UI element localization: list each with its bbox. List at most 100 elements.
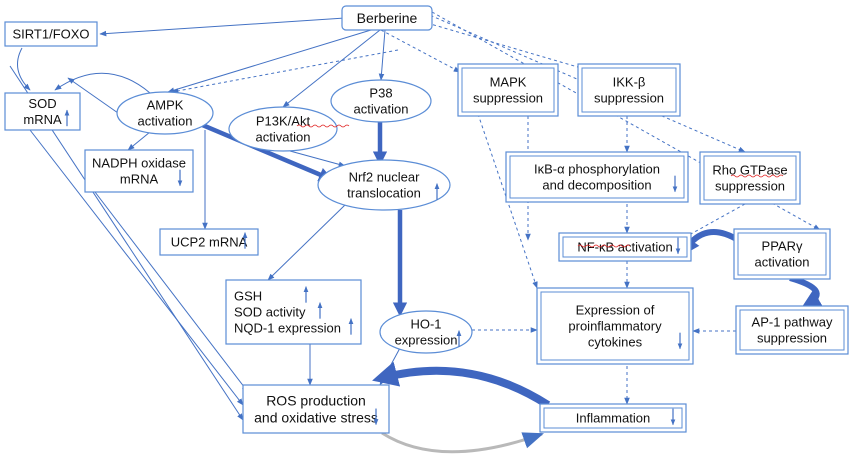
node-label-line: Inflammation — [576, 411, 650, 426]
node-border — [228, 106, 338, 152]
node-border-outer — [735, 305, 849, 355]
node-label-line: mRNA — [120, 172, 159, 187]
node-label-line: SOD activity — [234, 305, 306, 320]
node-border — [225, 279, 362, 345]
feedback-arrow-to-inflammation — [381, 431, 544, 454]
node-border-inner — [703, 155, 797, 201]
node-border-inner — [543, 407, 683, 429]
node-border — [379, 310, 473, 354]
solid-connector — [167, 29, 372, 93]
node-label-line: NQD-1 expression — [234, 321, 341, 336]
node-border — [317, 159, 451, 211]
node-label-line: translocation — [347, 186, 421, 201]
node-label-line: suppression — [473, 91, 543, 106]
node-border-inner — [739, 309, 845, 351]
node-inflammation: Inflammation — [539, 403, 687, 433]
node-label-line: activation — [256, 130, 311, 145]
dashed-connector — [380, 29, 461, 73]
node-border-outer — [699, 151, 801, 205]
node-border-outer — [558, 232, 692, 262]
node-nfkb-activation: NF-κB activation — [558, 232, 692, 262]
node-label-line: IKK-β — [613, 75, 646, 90]
node-label-line: mRNA — [23, 112, 62, 127]
node-border-inner — [562, 236, 688, 258]
node-label-line: proinflammatory — [568, 319, 662, 334]
solid-connector — [29, 129, 244, 406]
node-border-outer — [536, 287, 694, 365]
node-ucp2-mrna: UCP2 mRNA — [159, 228, 259, 256]
solid-connector — [267, 204, 346, 281]
node-border-outer — [539, 403, 687, 433]
node-label-line: MAPK — [490, 75, 527, 90]
node-label-line: GSH — [234, 289, 262, 304]
solid-connector — [289, 150, 346, 168]
node-label-line: HO-1 — [410, 317, 441, 332]
node-label-line: SIRT1/FOXO — [12, 27, 89, 42]
curved-thick-connector — [680, 229, 740, 257]
node-label-line: activation — [138, 114, 193, 129]
node-label-line: expression — [395, 333, 458, 348]
node-label-line: P13K/Akt — [256, 114, 311, 129]
dashed-connector — [171, 49, 399, 94]
node-label-line: suppression — [594, 91, 664, 106]
spellcheck-underline — [296, 124, 350, 128]
node-label-line: Berberine — [357, 10, 418, 26]
node-border-outer — [577, 63, 681, 117]
node-label-line: AMPK — [147, 98, 184, 113]
solid-connector — [99, 17, 346, 37]
node-label-line: suppression — [757, 331, 827, 346]
node-border-inner — [737, 232, 827, 276]
solid-connector — [94, 191, 249, 393]
solid-connector — [282, 29, 381, 108]
node-sirt1-foxo: SIRT1/FOXO — [4, 21, 98, 47]
node-label-line: AP-1 pathway — [752, 315, 833, 330]
node-label-line: ROS production — [266, 393, 366, 409]
node-border — [330, 79, 432, 123]
curved-connector — [17, 47, 31, 91]
spellcheck-underline — [730, 174, 784, 178]
node-label-line: and oxidative stress — [254, 410, 378, 426]
solid-connector — [127, 131, 151, 151]
node-border-inner — [540, 291, 690, 361]
node-label-line: SOD — [28, 96, 56, 111]
feedback-arrow-to-ros — [372, 361, 551, 409]
dashed-connector — [409, 17, 589, 71]
solid-connector — [378, 29, 386, 81]
node-border-inner — [461, 67, 555, 113]
node-label-line: Nrf2 nuclear — [349, 170, 420, 185]
node-border — [159, 228, 259, 256]
node-border-outer — [733, 228, 831, 280]
node-border — [341, 5, 433, 31]
node-border-inner — [581, 67, 677, 113]
node-label-line: NADPH oxidase — [92, 156, 186, 171]
node-border — [4, 21, 98, 47]
curved-thick-connector — [789, 275, 823, 308]
node-border — [242, 384, 390, 434]
dashed-connector — [431, 11, 821, 231]
node-border-inner — [509, 155, 685, 199]
node-label-line: Rho GTPase — [712, 163, 787, 178]
node-label-line: P38 — [369, 86, 392, 101]
node-label-line: PPARγ — [762, 239, 803, 254]
node-border — [84, 149, 194, 193]
node-label-line: and decomposition — [542, 178, 651, 193]
node-border-outer — [457, 63, 559, 117]
